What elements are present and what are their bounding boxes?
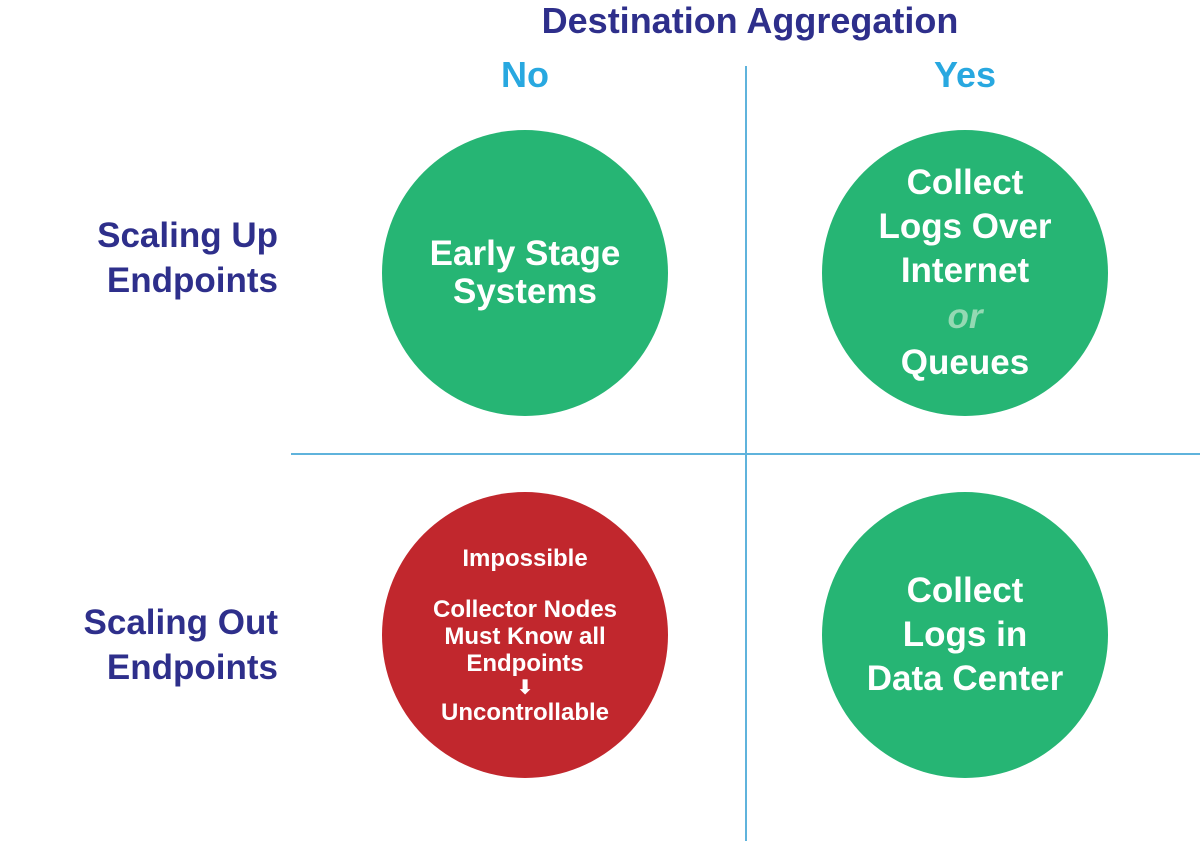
quadrant-top-left-line-1: Early Stage <box>429 234 621 273</box>
quadrant-bottom-right-line-1: Collect <box>906 571 1024 610</box>
row-label-scaling-out: Scaling Out Endpoints <box>84 600 278 690</box>
diagram-title: Destination Aggregation <box>541 0 959 41</box>
quadrant-impossible: Impossible Collector Nodes Must Know all… <box>382 492 668 778</box>
quadrant-bottom-left-line-3: Endpoints <box>466 649 584 677</box>
quadrant-bottom-left-line-2: Must Know all <box>444 622 606 650</box>
column-header-no: No <box>501 54 549 95</box>
quadrant-collect-logs-over-internet: Collect Logs Over Internet or Queues <box>822 130 1108 416</box>
quadrant-top-right-line-4: Queues <box>900 343 1030 382</box>
quadrant-bottom-left-heading: Impossible <box>462 544 588 572</box>
horizontal-divider <box>291 453 1200 455</box>
row-label-scaling-out-line-1: Scaling Out <box>83 603 278 642</box>
quadrant-bottom-left-line-1: Collector Nodes <box>432 595 618 623</box>
quadrant-top-right-line-3: Internet <box>900 251 1030 290</box>
row-label-scaling-out-line-2: Endpoints <box>106 648 278 687</box>
quadrant-early-stage-systems: Early Stage Systems <box>382 130 668 416</box>
quadrant-top-left-line-2: Systems <box>453 272 597 311</box>
down-arrow-icon: ⬇ <box>516 676 534 699</box>
quadrant-bottom-right-line-3: Data Center <box>866 659 1064 698</box>
quadrant-top-right-line-2: Logs Over <box>878 207 1052 246</box>
quadrant-bottom-left-result: Uncontrollable <box>440 698 609 726</box>
row-label-scaling-up-line-2: Endpoints <box>106 261 278 300</box>
quadrant-bottom-right-line-2: Logs in <box>902 615 1028 654</box>
row-label-scaling-up: Scaling Up Endpoints <box>97 213 278 303</box>
row-label-scaling-up-line-1: Scaling Up <box>97 216 278 255</box>
quadrant-collect-logs-in-data-center: Collect Logs in Data Center <box>822 492 1108 778</box>
quadrant-top-right-line-1: Collect <box>906 163 1024 202</box>
column-header-yes: Yes <box>933 54 997 95</box>
quadrant-top-right-or: or <box>947 297 983 336</box>
